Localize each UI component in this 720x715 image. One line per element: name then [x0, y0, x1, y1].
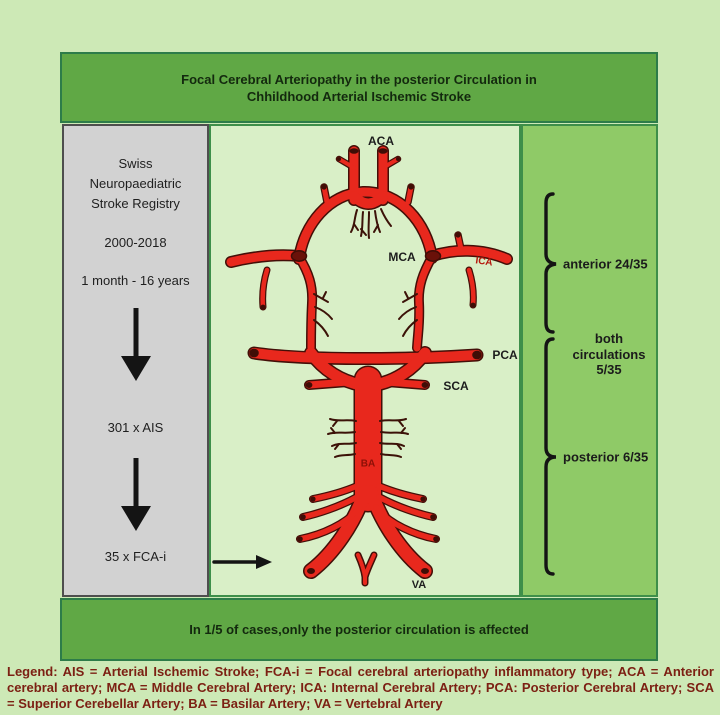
both-circulations-label: both circulations 5/35 [572, 331, 646, 377]
anterior-count-label: anterior 24/35 [563, 256, 648, 272]
title-line-2: Chhildhood Arterial Ischemic Stroke [246, 88, 472, 104]
legend-text: Legend: AIS = Arterial Ischemic Stroke; … [7, 664, 714, 711]
title-line-1: Focal Cerebral Arteriopathy in the poste… [181, 71, 537, 87]
brace-posterior [544, 337, 557, 576]
braces [544, 192, 557, 576]
age-range: 1 month - 16 years [81, 273, 190, 288]
down-arrow-2 [121, 458, 151, 531]
label-va: VA [411, 579, 427, 591]
ais-count: 301 x AIS [107, 420, 164, 435]
posterior-count-label: posterior 6/35 [563, 449, 649, 465]
brace-anterior [544, 192, 557, 334]
study-period: 2000-2018 [104, 235, 167, 250]
fca-count: 35 x FCA-i [104, 549, 167, 564]
title-banner: Focal Cerebral Arteriopathy in the poste… [60, 52, 658, 123]
circle-of-willis-diagram [212, 145, 513, 587]
artery-diagram-panel: ACA MCA ICA PCA SCA BA VA [209, 124, 521, 597]
perforator-twigs [313, 208, 418, 458]
label-ica: ICA [474, 255, 494, 269]
results-panel: anterior 24/35 both circulations 5/35 po… [521, 124, 658, 597]
registry-name: Swiss Neuropaediatric Stroke Registry [89, 156, 182, 211]
label-mca: MCA [388, 250, 416, 264]
flow-arrow [212, 555, 272, 569]
registry-box: Swiss Neuropaediatric Stroke Registry 20… [62, 124, 209, 597]
label-aca: ACA [368, 134, 394, 148]
bottom-banner: In 1/5 of cases,only the posterior circu… [60, 598, 658, 661]
conclusion-text: In 1/5 of cases,only the posterior circu… [189, 622, 529, 637]
label-pca: PCA [492, 348, 518, 362]
down-arrow-1 [121, 308, 151, 381]
label-sca: SCA [443, 379, 469, 393]
vessel-end-caps [249, 148, 482, 574]
label-ba: BA [360, 458, 376, 470]
